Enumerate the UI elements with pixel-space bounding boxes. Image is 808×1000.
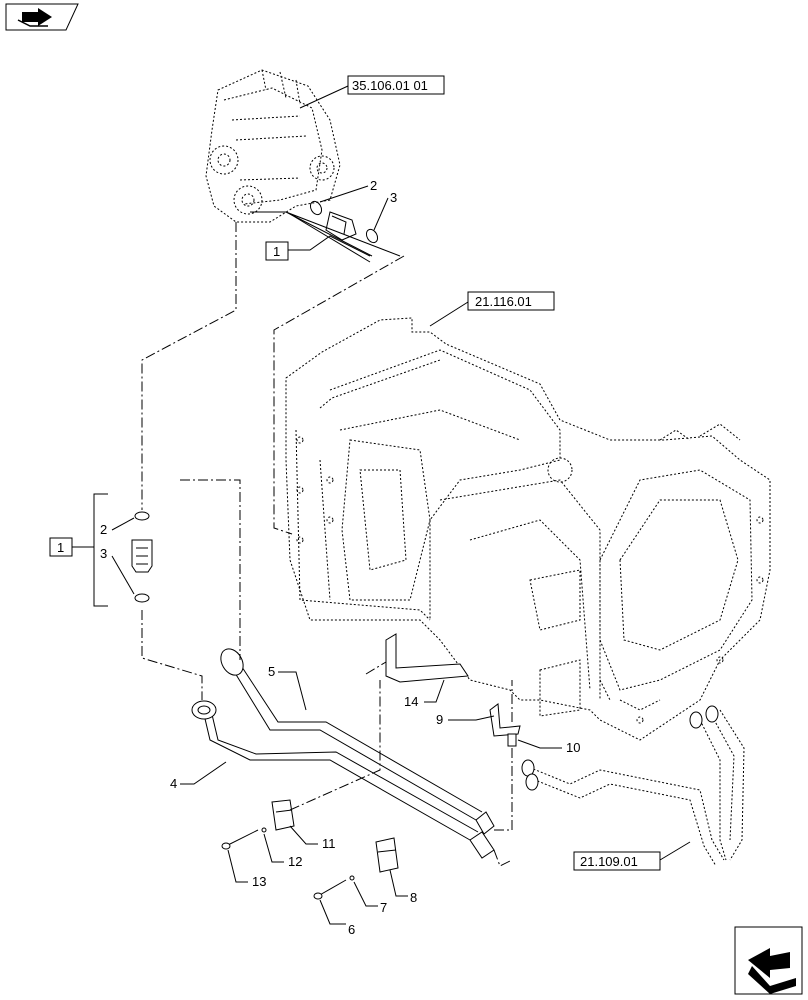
callout-4: 4 (170, 776, 177, 791)
callout-6: 6 (348, 922, 355, 937)
callout-8: 8 (410, 890, 417, 905)
kit-label-top: 1 (273, 244, 280, 259)
ref-pump-text: 35.106.01 01 (352, 78, 428, 93)
transmission-housing (285, 317, 771, 741)
callout-13: 13 (252, 874, 266, 889)
ref-transmission-text: 21.116.01 (475, 294, 532, 309)
callout-3-top: 3 (390, 190, 397, 205)
kit-label-left: 1 (57, 540, 64, 555)
callout-10: 10 (566, 740, 580, 755)
bracket-9 (489, 703, 521, 737)
ref-box-pump[interactable]: 35.106.01 01 (299, 75, 445, 109)
callout-5: 5 (268, 664, 275, 679)
callout-2-left: 2 (100, 522, 107, 537)
hydraulic-pump (205, 69, 341, 223)
kit-box-top: 1 (265, 235, 371, 261)
book-arrow-icon[interactable] (5, 3, 79, 31)
washer-12 (261, 827, 267, 833)
pump-fitting-kit (250, 200, 401, 257)
next-page-arrow-icon[interactable] (734, 926, 803, 995)
callout-12: 12 (288, 854, 302, 869)
callout-7: 7 (380, 900, 387, 915)
ref-box-transmission[interactable]: 21.116.01 (429, 291, 555, 327)
callout-3-left: 3 (100, 546, 107, 561)
callout-11: 11 (322, 836, 336, 851)
kit-box-left: 1 (49, 537, 94, 557)
washer-7 (349, 875, 355, 881)
left-fitting-kit (131, 511, 153, 603)
pipe-5 (220, 648, 495, 835)
bracket-14 (385, 633, 469, 683)
callout-2-top: 2 (370, 178, 377, 193)
pipe-4 (191, 700, 495, 859)
callout-14: 14 (404, 694, 418, 709)
clamp-11 (271, 799, 295, 831)
ref-box-pipes[interactable]: 21.109.01 (573, 841, 691, 871)
callout-9: 9 (436, 712, 443, 727)
clamp-8 (375, 837, 399, 873)
fitting-10 (507, 733, 517, 747)
screw-13 (221, 829, 259, 850)
ref-pipes-text: 21.109.01 (580, 854, 638, 869)
screw-6 (313, 879, 347, 900)
pipes-assembly (521, 705, 745, 867)
